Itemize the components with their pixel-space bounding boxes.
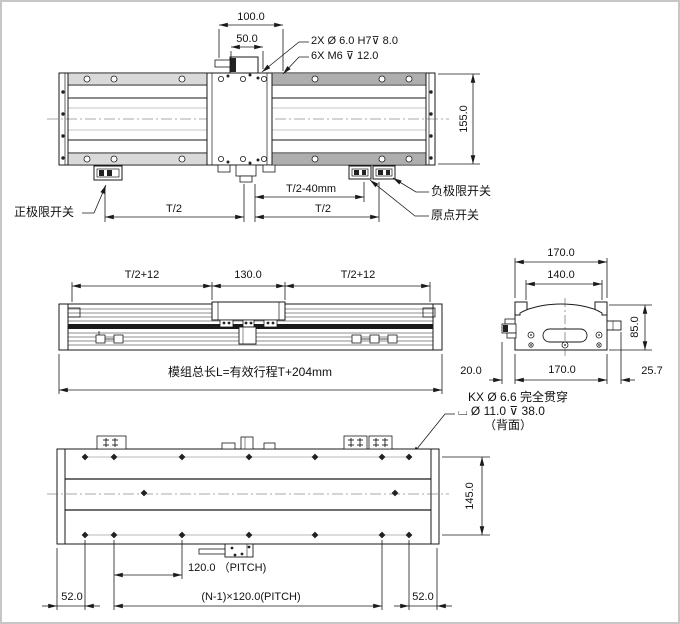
dim-155-label: 155.0 bbox=[458, 105, 470, 133]
front-view-switches bbox=[95, 331, 398, 344]
hole-note-line2: ⌴ Ø 11.0 ⊽ 38.0 bbox=[458, 404, 545, 418]
dim-t2-plus-12-right-label: T/2+12 bbox=[340, 269, 376, 281]
side-view-shaft bbox=[606, 320, 622, 331]
front-view-dimensions bbox=[58, 282, 443, 394]
dim-25-7-label: 25.7 bbox=[641, 365, 663, 377]
dim-170-top-label: 170.0 bbox=[547, 247, 575, 259]
dim-t2-left-label: T/2 bbox=[166, 203, 182, 215]
dim-145-label: 145.0 bbox=[464, 482, 476, 510]
dim-52-left-label: 52.0 bbox=[61, 591, 83, 603]
hole-note-line3: （背面） bbox=[484, 418, 533, 432]
top-view bbox=[47, 56, 449, 183]
side-view-bracket bbox=[501, 318, 517, 339]
label-positive-limit-switch: 正极限开关 bbox=[14, 205, 75, 219]
dim-100-label: 100.0 bbox=[237, 11, 265, 23]
note-dowel-holes: 2X Ø 6.0 H7⊽ 8.0 bbox=[311, 35, 398, 47]
dim-140-label: 140.0 bbox=[547, 269, 575, 281]
bottom-view bbox=[47, 435, 449, 558]
origin-switch bbox=[348, 165, 372, 180]
label-origin-switch: 原点开关 bbox=[431, 208, 480, 222]
positive-limit-switch bbox=[93, 165, 123, 181]
hole-note-line1: KX Ø 6.6 完全贯穿 bbox=[468, 390, 569, 404]
side-view-dimensions bbox=[411, 258, 652, 456]
dim-overall-length-label: 模组总长L=有效行程T+204mm bbox=[167, 365, 333, 379]
dim-20-label: 20.0 bbox=[460, 365, 482, 377]
top-view-rail-holes bbox=[83, 75, 413, 163]
dim-85-label: 85.0 bbox=[629, 316, 641, 338]
dim-170-bottom-label: 170.0 bbox=[548, 364, 576, 376]
side-view bbox=[501, 298, 622, 356]
label-negative-limit-switch: 负极限开关 bbox=[431, 184, 492, 198]
bottom-view-sensor bbox=[198, 543, 254, 558]
bottom-view-switch-blocks bbox=[96, 435, 393, 450]
bottom-view-holes bbox=[81, 453, 413, 539]
top-view-carriage bbox=[206, 56, 276, 183]
dim-t2-minus-40-label: T/2-40mm bbox=[285, 183, 337, 195]
negative-limit-switch bbox=[372, 165, 396, 180]
dim-52-right-label: 52.0 bbox=[412, 591, 434, 603]
end-cap-dots bbox=[61, 90, 433, 160]
dim-t2-plus-12-left-label: T/2+12 bbox=[124, 269, 160, 281]
dim-pitch-label: 120.0 （PITCH) bbox=[188, 562, 267, 574]
dim-50-label: 50.0 bbox=[236, 33, 258, 45]
dim-pitch-total-label: (N-1)×120.0(PITCH) bbox=[201, 591, 301, 603]
bottom-view-dimensions bbox=[42, 456, 490, 610]
dim-130-label: 130.0 bbox=[234, 269, 262, 281]
note-tapped-holes: 6X M6 ⊽ 12.0 bbox=[311, 50, 379, 62]
front-view bbox=[58, 301, 443, 351]
top-view-dimensions bbox=[82, 22, 480, 222]
front-view-carriage bbox=[211, 301, 286, 345]
dim-t2-right-label: T/2 bbox=[315, 203, 331, 215]
